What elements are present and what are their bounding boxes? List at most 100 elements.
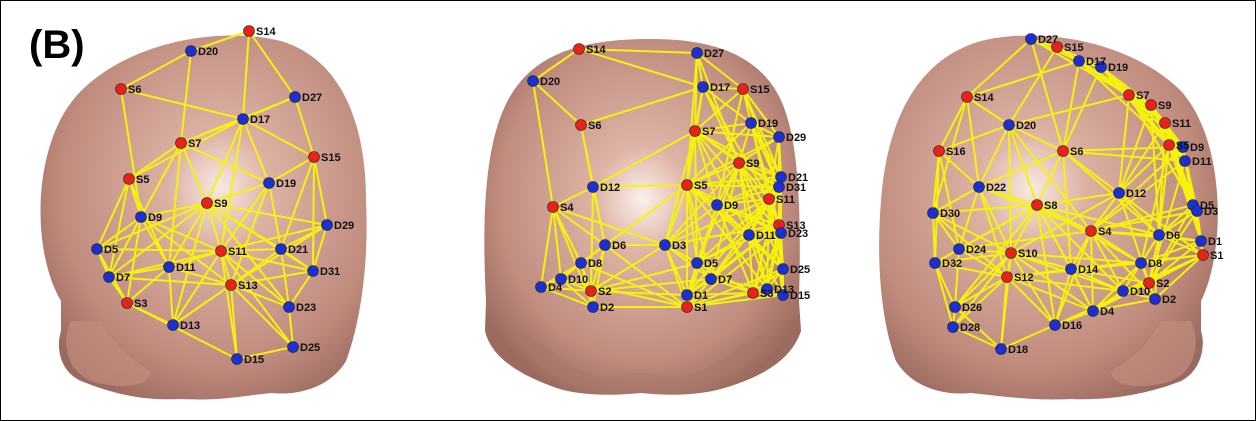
detector-marker-d26 xyxy=(950,302,961,313)
optode-label-d26: D26 xyxy=(962,302,982,314)
source-marker-s1 xyxy=(1198,250,1209,261)
optode-label-d20: D20 xyxy=(540,76,560,88)
detector-marker-d3 xyxy=(660,240,671,251)
optode-label-s6: S6 xyxy=(588,120,601,132)
detector-marker-d28 xyxy=(948,322,959,333)
optode-label-d7: D7 xyxy=(718,274,732,286)
detector-marker-d8 xyxy=(1136,258,1147,269)
detector-marker-d4 xyxy=(1088,306,1099,317)
optode-label-d25: D25 xyxy=(300,342,320,354)
source-marker-s11 xyxy=(216,246,227,257)
detector-marker-d18 xyxy=(996,344,1007,355)
source-marker-s3 xyxy=(748,288,759,299)
source-marker-s7 xyxy=(690,126,701,137)
source-marker-s13 xyxy=(226,280,237,291)
detector-marker-d27 xyxy=(692,48,703,59)
optode-label-d31: D31 xyxy=(786,182,806,194)
optode-label-s11: S11 xyxy=(228,246,247,258)
detector-marker-d17 xyxy=(1074,56,1085,67)
source-marker-s5 xyxy=(124,174,135,185)
detector-marker-d24 xyxy=(954,244,965,255)
optode-label-d6: D6 xyxy=(1166,230,1180,242)
optode-label-d29: D29 xyxy=(786,132,806,144)
source-marker-s14 xyxy=(574,44,585,55)
optode-label-d11: D11 xyxy=(1192,156,1212,168)
optode-label-d4: D4 xyxy=(548,282,563,294)
optode-label-s16: S16 xyxy=(946,146,966,158)
optode-label-d23: D23 xyxy=(296,302,316,314)
optode-label-s9: S9 xyxy=(746,158,759,170)
optode-label-s15: S15 xyxy=(1064,42,1084,54)
optode-label-d21: D21 xyxy=(288,244,308,256)
detector-marker-d6 xyxy=(600,240,611,251)
optode-label-d27: D27 xyxy=(1038,34,1058,46)
source-marker-s6 xyxy=(116,84,127,95)
optode-label-d6: D6 xyxy=(612,240,626,252)
optode-label-d25: D25 xyxy=(790,264,810,276)
optode-label-d5: D5 xyxy=(704,258,718,270)
optode-label-s12: S12 xyxy=(1014,272,1034,284)
optode-label-d19: D19 xyxy=(1108,62,1128,74)
source-marker-s14 xyxy=(962,92,973,103)
optode-label-d16: D16 xyxy=(1062,320,1082,332)
detector-marker-d31 xyxy=(774,182,785,193)
detector-marker-d9 xyxy=(712,200,723,211)
optode-label-s11: S11 xyxy=(1172,118,1191,130)
detector-marker-d2 xyxy=(1150,294,1161,305)
source-marker-s7 xyxy=(176,138,187,149)
detector-marker-d30 xyxy=(928,208,939,219)
source-marker-s2 xyxy=(586,286,597,297)
source-marker-s15 xyxy=(738,84,749,95)
optode-label-d30: D30 xyxy=(940,208,960,220)
optode-label-d3: D3 xyxy=(1204,206,1218,218)
optode-label-d8: D8 xyxy=(1148,258,1162,270)
detector-marker-d25 xyxy=(288,342,299,353)
optode-label-d2: D2 xyxy=(600,302,614,314)
optode-label-s8: S8 xyxy=(1044,200,1057,212)
source-marker-s15 xyxy=(309,152,320,163)
optode-label-d22: D22 xyxy=(986,182,1006,194)
optode-label-d15: D15 xyxy=(244,354,264,366)
optode-label-s15: S15 xyxy=(321,152,341,164)
detector-marker-d32 xyxy=(930,258,941,269)
detector-marker-d17 xyxy=(698,82,709,93)
optode-label-s3: S3 xyxy=(134,298,147,310)
optode-label-d27: D27 xyxy=(302,92,322,104)
detector-marker-d5 xyxy=(692,258,703,269)
optode-label-d20: D20 xyxy=(198,46,218,58)
detector-marker-d4 xyxy=(536,282,547,293)
optode-label-d12: D12 xyxy=(1126,188,1146,200)
optode-label-d27: D27 xyxy=(704,48,724,60)
optode-label-d31: D31 xyxy=(320,266,340,278)
optode-label-d13: D13 xyxy=(180,320,200,332)
detector-marker-d29 xyxy=(774,132,785,143)
optode-label-s9: S9 xyxy=(214,198,227,210)
optode-label-d19: D19 xyxy=(276,178,296,190)
optode-label-d32: D32 xyxy=(942,258,962,270)
detector-marker-d22 xyxy=(974,182,985,193)
source-marker-s1 xyxy=(682,302,693,313)
optode-label-s7: S7 xyxy=(702,126,715,138)
optode-label-s14: S14 xyxy=(586,44,606,56)
optode-label-d12: D12 xyxy=(600,182,620,194)
detector-marker-d1 xyxy=(682,290,693,301)
optode-label-d4: D4 xyxy=(1100,306,1115,318)
detector-marker-d8 xyxy=(576,258,587,269)
optode-label-s7: S7 xyxy=(1136,90,1149,102)
optode-label-s6: S6 xyxy=(1070,146,1083,158)
optode-label-d24: D24 xyxy=(966,244,987,256)
optode-label-s2: S2 xyxy=(598,286,611,298)
optode-label-d7: D7 xyxy=(116,272,130,284)
detector-marker-d2 xyxy=(588,302,599,313)
optode-label-d9: D9 xyxy=(148,212,162,224)
optode-label-d29: D29 xyxy=(334,220,354,232)
detector-marker-d6 xyxy=(1154,230,1165,241)
detector-marker-d10 xyxy=(1118,286,1129,297)
optode-label-d10: D10 xyxy=(1130,286,1150,298)
detector-marker-d20 xyxy=(186,46,197,57)
optode-label-d17: D17 xyxy=(250,114,270,126)
source-marker-s6 xyxy=(1058,146,1069,157)
detector-marker-d7 xyxy=(104,272,115,283)
